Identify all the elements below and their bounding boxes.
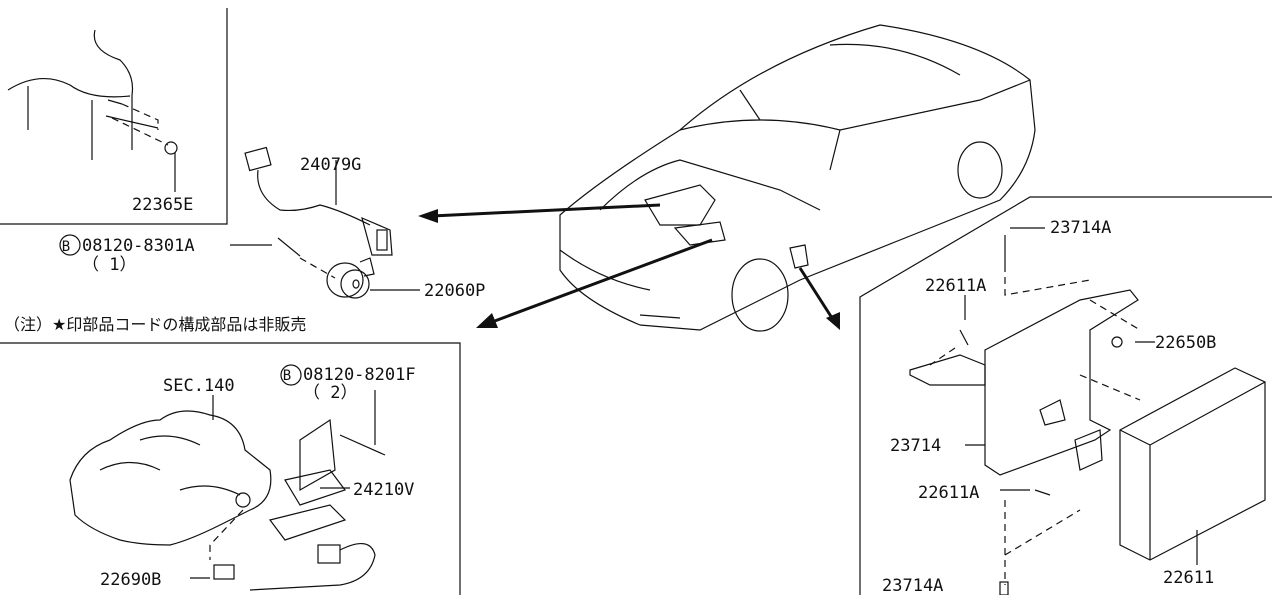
car-drawing	[559, 24, 1036, 332]
part-label-23714: 23714	[890, 436, 941, 456]
part-label-22611A-bottom: 22611A	[918, 483, 979, 503]
section-ref-140: SEC.140	[163, 376, 235, 396]
part-label-08120-8201F: 08120-8201F	[303, 365, 416, 385]
part-label-22060P: 22060P	[424, 281, 485, 301]
quantity-label-1: （ 1）	[82, 255, 136, 275]
knock-sensor-drawing	[59, 146, 420, 299]
part-label-24079G: 24079G	[300, 155, 361, 175]
part-label-08120-8301A: 08120-8301A	[82, 236, 195, 256]
inset-frames	[0, 8, 1272, 595]
part-label-22690B: 22690B	[100, 570, 161, 590]
footnote: （注）★印部品コードの構成部品は非販売	[4, 315, 306, 334]
bolt-symbol-2: B	[283, 368, 291, 384]
grommet-inset-drawing	[7, 29, 178, 192]
part-label-23714A-bottom: 23714A	[882, 576, 943, 595]
callout-arrows	[418, 203, 840, 330]
part-label-22365E: 22365E	[132, 195, 193, 215]
part-label-23714A-top: 23714A	[1050, 218, 1111, 238]
exhaust-manifold-drawing	[69, 364, 386, 591]
quantity-label-2: （ 2）	[303, 383, 357, 403]
part-label-24210V: 24210V	[353, 480, 414, 500]
bolt-symbol-1: B	[62, 239, 70, 255]
part-label-22611: 22611	[1163, 568, 1214, 588]
part-label-22611A-top: 22611A	[925, 276, 986, 296]
ecu-bracket-drawing	[909, 227, 1266, 595]
part-label-22650B: 22650B	[1155, 333, 1216, 353]
